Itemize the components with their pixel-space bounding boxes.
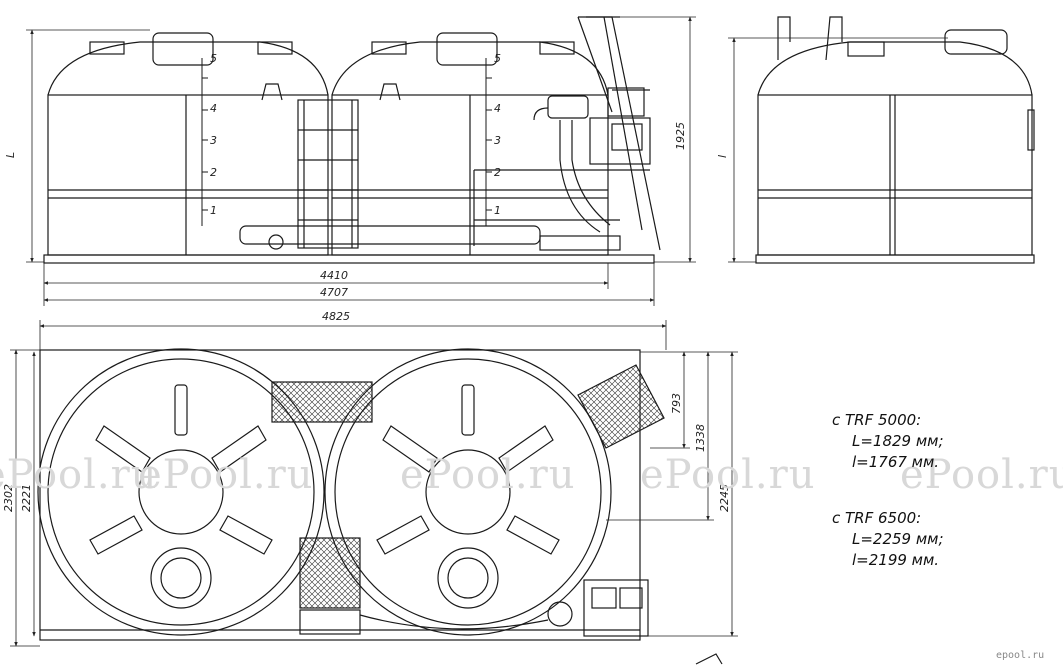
- scale-mark-4: 4: [210, 102, 217, 115]
- dim-1338: 1338: [694, 424, 707, 452]
- dim-4410: 4410: [320, 269, 348, 282]
- end-dimensions: [728, 37, 948, 263]
- watermark-3: ePool.ru: [400, 452, 576, 498]
- dim-4707: 4707: [320, 286, 348, 299]
- plan-dimensions: [10, 320, 738, 647]
- watermark-1: ePool.ru: [0, 452, 158, 498]
- dim-l-label: l: [716, 155, 729, 158]
- end-view: [755, 16, 1035, 264]
- note-trf6500-L: L=2259 мм;: [852, 530, 944, 548]
- scale-mark-4-right: 4: [494, 102, 501, 115]
- note-trf5000-L: L=1829 мм;: [852, 432, 944, 450]
- dim-4825: 4825: [322, 310, 350, 323]
- scale-mark-2: 2: [210, 166, 217, 179]
- dim-2302: 2302: [2, 484, 15, 512]
- note-trf6500-title: с TRF 6500:: [832, 509, 922, 527]
- scale-mark-2-right: 2: [494, 166, 501, 179]
- dim-793: 793: [670, 393, 683, 414]
- level-scale-right: [485, 58, 492, 226]
- note-trf6500-l: l=2199 мм.: [852, 551, 940, 569]
- scale-mark-3: 3: [210, 134, 217, 147]
- corner-arrow-icon: [695, 653, 723, 665]
- scale-mark-5: 5: [210, 52, 217, 65]
- level-scale-left: [201, 58, 208, 226]
- watermark-2: ePool.ru: [138, 452, 314, 498]
- scale-mark-1: 1: [210, 204, 217, 217]
- dim-height-1925: 1925: [674, 122, 687, 150]
- dim-L-label: L: [4, 152, 17, 158]
- side-dimensions: [26, 16, 696, 306]
- brand-mark: epool.ru: [996, 650, 1045, 661]
- scale-mark-5-right: 5: [494, 52, 501, 65]
- note-trf5000-title: с TRF 5000:: [832, 411, 922, 429]
- dim-2245: 2245: [718, 484, 731, 512]
- watermark-5: ePool.ru: [900, 452, 1063, 498]
- side-view: [43, 16, 661, 264]
- note-trf5000-l: l=1767 мм.: [852, 453, 940, 471]
- plan-view: [37, 348, 665, 641]
- scale-labels: 5 4 3 2 1 5 4 3 2 1: [210, 52, 501, 217]
- note-trf5000: с TRF 5000: L=1829 мм; l=1767 мм.: [832, 410, 944, 473]
- scale-mark-3-right: 3: [494, 134, 501, 147]
- note-trf6500: с TRF 6500: L=2259 мм; l=2199 мм.: [832, 508, 944, 571]
- watermark-4: ePool.ru: [640, 452, 816, 498]
- scale-mark-1-right: 1: [494, 204, 501, 217]
- dim-2221: 2221: [20, 484, 33, 512]
